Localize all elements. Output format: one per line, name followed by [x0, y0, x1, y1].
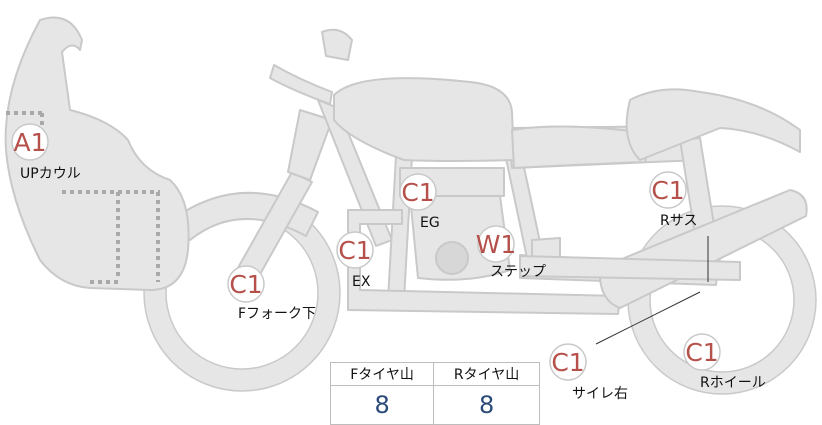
- badge-code: C1: [551, 348, 584, 377]
- rear-tire-header: Rタイヤ山: [433, 362, 540, 386]
- badge-circle: [683, 333, 721, 371]
- badge-circle: [11, 123, 49, 161]
- part-label: サイレ右: [572, 386, 628, 402]
- badge-code: C1: [229, 270, 262, 299]
- part-label: EX: [352, 274, 371, 290]
- tail-cowl: [625, 88, 801, 161]
- part-label: UPカウル: [20, 166, 81, 182]
- badge-code: A1: [13, 128, 46, 157]
- front-tire-value: 8: [329, 385, 435, 425]
- badge-code: C1: [651, 176, 684, 205]
- badge-code: C1: [338, 236, 371, 265]
- badge-circle: [399, 173, 437, 211]
- badge-circle: [549, 343, 587, 381]
- tire-tread-table: Fタイヤ山 Rタイヤ山 8 8: [329, 362, 540, 425]
- front-tire-header: Fタイヤ山: [329, 362, 435, 386]
- part-label: ステップ: [490, 264, 546, 280]
- badge-code: W1: [476, 230, 517, 259]
- badge-code: C1: [401, 178, 434, 207]
- exhaust-pipe: [347, 209, 621, 315]
- part-label: EG: [420, 215, 440, 231]
- badge-circle: [336, 231, 374, 269]
- badge-circle: [649, 171, 687, 209]
- rear-tire-value: 8: [433, 385, 540, 425]
- part-label: Rサス: [660, 213, 697, 229]
- badge-circle: [227, 265, 265, 303]
- damage-badge-step: W1 ステップ: [476, 225, 546, 280]
- cowl-damage-outline: [6, 111, 160, 284]
- damage-badge-muffler: C1 サイレ右: [549, 343, 628, 402]
- upper-cowl: [4, 16, 190, 291]
- part-label: Rホイール: [700, 375, 766, 391]
- badge-code: C1: [685, 338, 718, 367]
- seat: [511, 125, 647, 169]
- leader-muffler: [595, 291, 701, 345]
- part-label: Fフォーク下: [238, 306, 316, 322]
- fuel-tank: [333, 77, 515, 162]
- badge-circle: [477, 225, 515, 263]
